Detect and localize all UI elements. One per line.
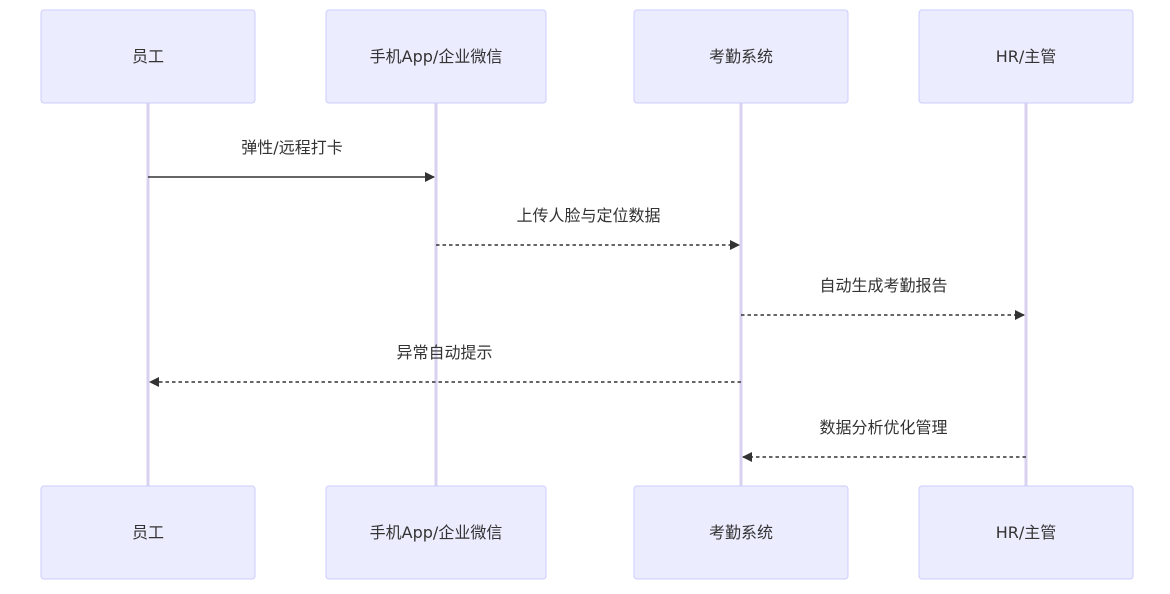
message-label: 自动生成考勤报告 (819, 276, 947, 295)
message-label: 上传人脸与定位数据 (516, 206, 660, 225)
actor-system-top: 考勤系统 (633, 9, 849, 104)
actor-label: 手机App/企业微信 (370, 523, 503, 542)
actor-system-bottom: 考勤系统 (633, 485, 849, 580)
actor-box (918, 485, 1134, 580)
message-2: 上传人脸与定位数据 (436, 206, 740, 250)
actor-app-top: 手机App/企业微信 (325, 9, 547, 104)
actor-employee-top: 员工 (40, 9, 256, 104)
actor-box (325, 485, 547, 580)
participants: 员工员工手机App/企业微信手机App/企业微信考勤系统考勤系统HR/主管HR/… (40, 9, 1134, 580)
message-3: 自动生成考勤报告 (741, 276, 1025, 320)
actor-app-bottom: 手机App/企业微信 (325, 485, 547, 580)
actor-box (633, 9, 849, 104)
message-label: 弹性/远程打卡 (241, 138, 342, 157)
actor-label: HR/主管 (996, 47, 1057, 66)
actor-label: 考勤系统 (709, 523, 773, 542)
actor-employee-bottom: 员工 (40, 485, 256, 580)
actor-box (40, 9, 256, 104)
actor-label: 员工 (132, 47, 164, 66)
message-5: 数据分析优化管理 (742, 418, 1026, 462)
actor-label: 考勤系统 (709, 47, 773, 66)
message-1: 弹性/远程打卡 (148, 138, 435, 182)
actor-label: 员工 (132, 523, 164, 542)
message-4: 异常自动提示 (149, 343, 741, 387)
lifelines (146, 103, 1028, 486)
actor-box (918, 9, 1134, 104)
actor-hr-bottom: HR/主管 (918, 485, 1134, 580)
message-label: 异常自动提示 (396, 343, 492, 362)
message-label: 数据分析优化管理 (819, 418, 947, 437)
actor-box (40, 485, 256, 580)
actor-label: HR/主管 (996, 523, 1057, 542)
actor-box (325, 9, 547, 104)
actor-label: 手机App/企业微信 (370, 47, 503, 66)
actor-box (633, 485, 849, 580)
actor-hr-top: HR/主管 (918, 9, 1134, 104)
